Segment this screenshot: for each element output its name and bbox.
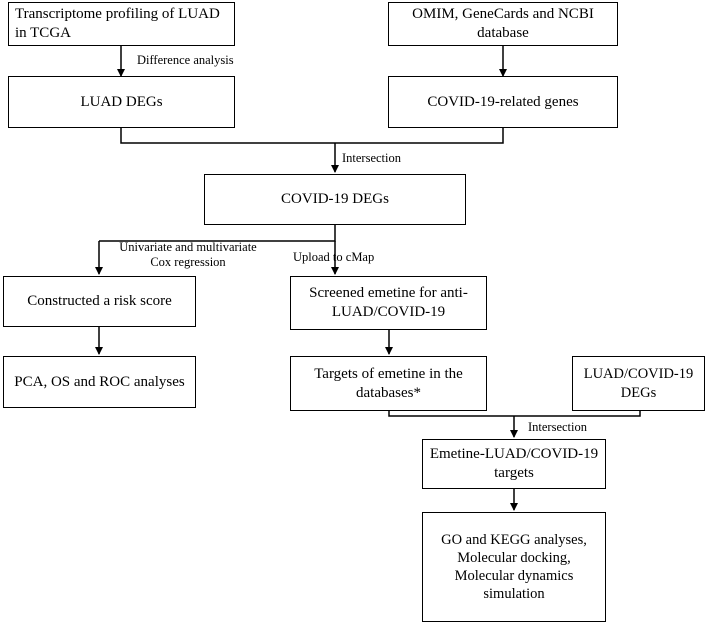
box-luad-covid-degs: LUAD/COVID-19 DEGs [572, 356, 705, 411]
box-risk-score: Constructed a risk score [3, 276, 196, 327]
box-go-kegg-docking: GO and KEGG analyses, Molecular docking,… [422, 512, 606, 622]
label-cox-regression: Univariate and multivariate Cox regressi… [102, 240, 274, 270]
label-upload-cmap: Upload to cMap [293, 250, 375, 264]
label-intersection-bottom: Intersection [528, 420, 588, 434]
box-pca-os-roc: PCA, OS and ROC analyses [3, 356, 196, 408]
merge-line-1 [120, 128, 504, 144]
label-cox-line-2: Cox regression [150, 255, 226, 269]
box-tcga-profiling: Transcriptome profiling of LUAD in TCGA [8, 2, 235, 46]
merge-line-2 [388, 411, 641, 417]
box-covid-related-genes: COVID-19-related genes [388, 76, 618, 128]
box-omim-genecards-ncbi: OMIM, GeneCards and NCBI database [388, 2, 618, 46]
box-covid-degs: COVID-19 DEGs [204, 174, 466, 225]
box-targets-of-emetine: Targets of emetine in the databases* [290, 356, 487, 411]
label-cox-line-1: Univariate and multivariate [119, 240, 257, 254]
label-intersection-top: Intersection [342, 151, 402, 165]
split-line-1 [99, 225, 336, 242]
box-emetine-luad-covid-targets: Emetine-LUAD/COVID-19 targets [422, 439, 606, 489]
box-luad-degs: LUAD DEGs [8, 76, 235, 128]
label-difference-analysis: Difference analysis [137, 53, 234, 67]
box-screened-emetine: Screened emetine for anti-LUAD/COVID-19 [290, 276, 487, 330]
